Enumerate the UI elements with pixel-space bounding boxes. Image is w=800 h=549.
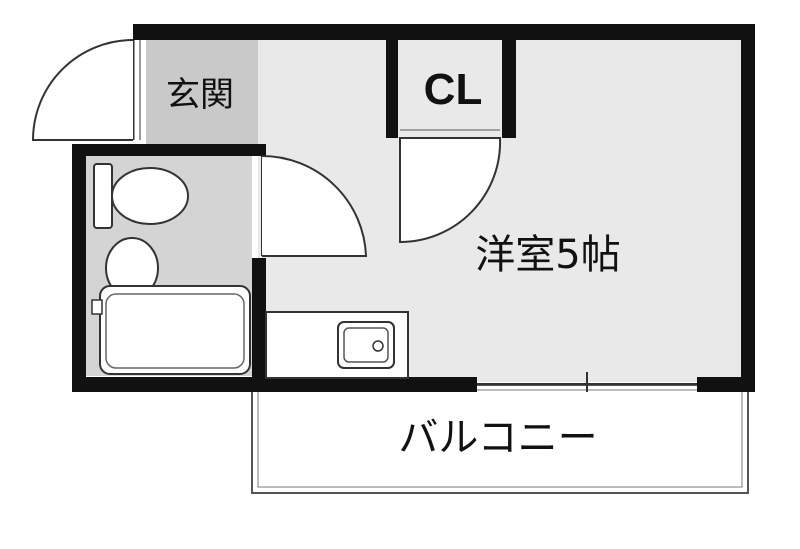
- wall-left-bath: [72, 144, 86, 392]
- bathtub: [99, 285, 251, 375]
- closet-label: CL: [424, 65, 483, 114]
- entrance-label: 玄関: [166, 75, 234, 115]
- entrance-door-swing: [31, 39, 134, 141]
- balcony-inner-outline: [257, 389, 743, 488]
- sink-drain-icon: [372, 340, 384, 352]
- closet-wall-right: [502, 38, 516, 138]
- bathroom-door-swing: [261, 155, 368, 257]
- balcony-label: バルコニー: [398, 415, 597, 461]
- wall-entrance-left: [133, 24, 146, 38]
- closet-floor: [398, 38, 508, 138]
- wall-bath-right: [252, 258, 266, 392]
- bathtub-inner: [105, 293, 245, 369]
- western-room-label: 洋室5帖: [475, 232, 620, 278]
- wall-bath-top: [72, 144, 266, 156]
- closet-door-swing: [399, 137, 502, 244]
- kitchen-sink-basin: [343, 327, 389, 363]
- wall-bottom-right: [697, 377, 755, 392]
- wall-bottom-left: [72, 377, 477, 392]
- toilet-tank: [93, 163, 113, 229]
- entrance-floor: [146, 38, 258, 144]
- wall-top: [133, 24, 755, 40]
- toilet-bowl: [111, 167, 189, 225]
- faucet-icon: [91, 299, 103, 315]
- wall-right: [741, 24, 755, 392]
- closet-wall-left: [386, 38, 398, 138]
